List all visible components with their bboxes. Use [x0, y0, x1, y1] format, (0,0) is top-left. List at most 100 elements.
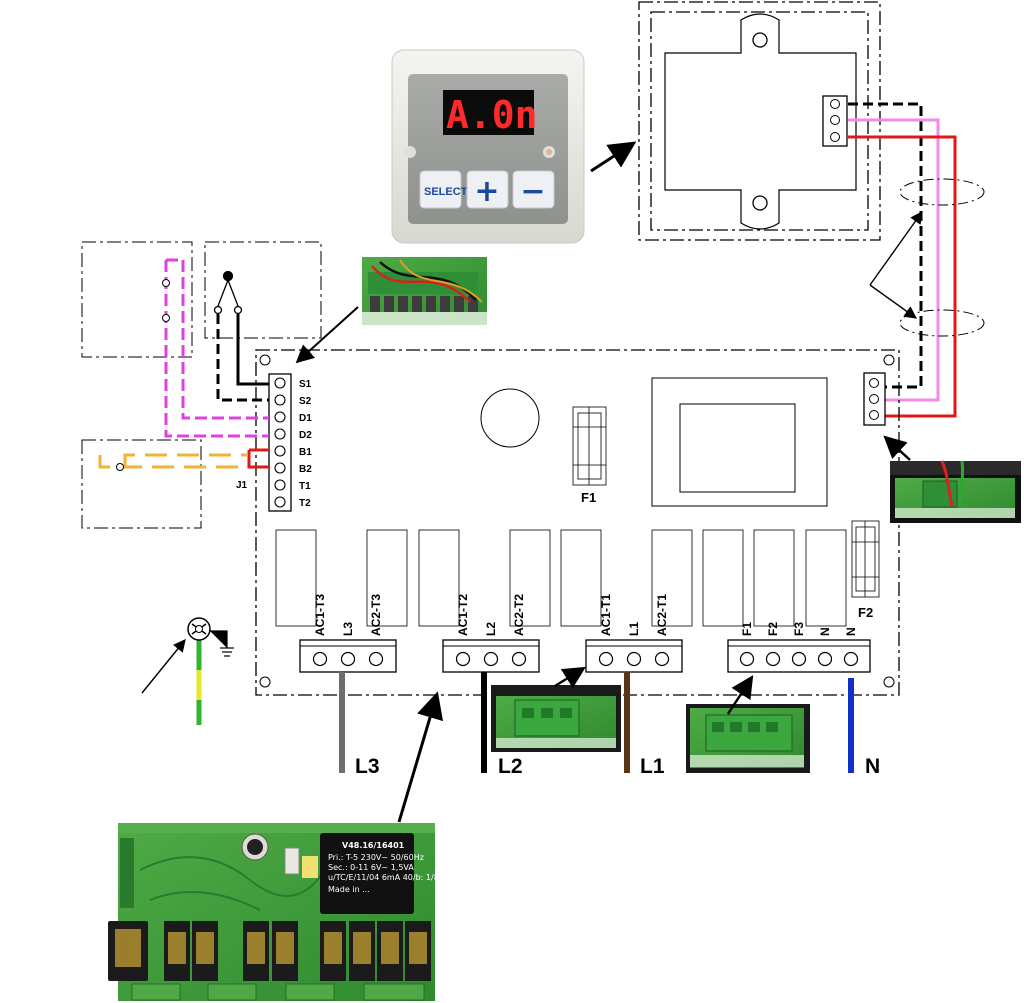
- remote-display-panel: A.0n SELECT + −: [391, 49, 585, 244]
- svg-text:Sec.: 0-11 6V~ 1,5VA: Sec.: 0-11 6V~ 1,5VA: [328, 863, 414, 872]
- remote-cable: [848, 102, 957, 418]
- fuse-f1-label: F1: [581, 490, 596, 505]
- pointer-arrow: [869, 284, 918, 319]
- terminal-label-ac2-t1: AC2-T1: [655, 594, 669, 636]
- terminal-label-f1: F1: [740, 622, 754, 636]
- plus-button[interactable]: +: [466, 170, 509, 209]
- pointer-arrow: [726, 675, 754, 715]
- wire-label-l1: L1: [640, 755, 665, 778]
- led-display: [443, 90, 534, 135]
- terminal-screw: [791, 651, 807, 667]
- terminal-screw: [340, 651, 356, 667]
- photo-remote-terminal: [890, 460, 1021, 523]
- j1-screw-d1: [274, 411, 286, 423]
- capacitor-outline: [480, 388, 540, 448]
- terminal-screw: [739, 651, 755, 667]
- switch-symbol: [213, 270, 243, 315]
- svg-text:u/TC/E/11/04 6mA 40/b: 1/8VA: u/TC/E/11/04 6mA 40/b: 1/8VA: [328, 873, 450, 882]
- earth-ground-icon: [210, 630, 234, 657]
- earth-connection: [187, 617, 234, 725]
- sensor-wires: [98, 258, 269, 469]
- plus-icon: +: [474, 174, 499, 209]
- terminal-label-n: N: [844, 627, 858, 636]
- j1-screw-b1: [274, 445, 286, 457]
- fuse-f2-label: F2: [858, 605, 873, 620]
- fuse-f2: [851, 520, 880, 598]
- j1-label-s1: S1: [299, 379, 312, 390]
- terminal-label-n: N: [818, 627, 832, 636]
- connector-j1-label: J1: [236, 480, 248, 491]
- photo-transformer: V48.16/16401 Pri.: T-5 230V~ 50/60Hz Sec…: [320, 833, 450, 914]
- photo-j1-terminals: [362, 257, 487, 325]
- cable-marker-top: [899, 178, 985, 206]
- terminal-screw: [483, 651, 499, 667]
- pointer-arrow: [141, 639, 186, 694]
- j1-screw-s2: [274, 394, 286, 406]
- pointer-arrow: [590, 141, 637, 173]
- minus-icon: −: [520, 174, 545, 209]
- pointer-arrow: [883, 435, 911, 461]
- pointer-arrow: [869, 210, 923, 286]
- j1-label-b1: B1: [299, 447, 312, 458]
- j1-screw-d2: [274, 428, 286, 440]
- terminal-blocks: [299, 639, 871, 673]
- terminal-screw: [765, 651, 781, 667]
- photo-relay-terminal: [491, 685, 621, 752]
- indicator-led-left: [404, 146, 416, 158]
- j1-screw-b2: [274, 462, 286, 474]
- pointer-arrow: [397, 691, 444, 823]
- transformer-outline: [651, 377, 828, 507]
- fuse-f1: [572, 406, 607, 486]
- terminal-label-ac1-t3: AC1-T3: [313, 594, 327, 636]
- select-button-label: SELECT: [424, 186, 468, 198]
- terminal-screw: [312, 651, 328, 667]
- remote-box-outline: [638, 1, 881, 241]
- j1-label-t1: T1: [299, 481, 311, 492]
- photo-neutral-terminal: [686, 704, 810, 773]
- terminal-screw: [843, 651, 859, 667]
- terminal-screw: [654, 651, 670, 667]
- terminal-screw: [598, 651, 614, 667]
- wire-label-n: N: [865, 755, 880, 778]
- pointer-arrow: [295, 306, 359, 364]
- remote-terminal-block: [822, 95, 848, 147]
- terminal-label-ac1-t1: AC1-T1: [599, 594, 613, 636]
- pointer-arrow: [554, 666, 586, 689]
- j1-label-s2: S2: [299, 396, 312, 407]
- j1-label-d1: D1: [299, 413, 312, 424]
- svg-text:Pri.: T-5 230V~ 50/60Hz: Pri.: T-5 230V~ 50/60Hz: [328, 853, 424, 862]
- wire-label-l3: L3: [355, 755, 380, 778]
- mains-wires: [339, 672, 854, 773]
- j1-screw-s1: [274, 377, 286, 389]
- terminal-label-l3: L3: [341, 622, 355, 636]
- select-button[interactable]: SELECT: [419, 170, 468, 209]
- terminal-label-l2: L2: [484, 622, 498, 636]
- j1-label-d2: D2: [299, 430, 312, 441]
- sensor-box-left: [81, 241, 322, 529]
- terminal-label-ac2-t3: AC2-T3: [369, 594, 383, 636]
- display-readout: A.0n: [446, 93, 538, 137]
- relay-outlines: [275, 529, 847, 627]
- j1-screw-t2: [274, 496, 286, 508]
- terminal-screw: [626, 651, 642, 667]
- wire-label-l2: L2: [498, 755, 523, 778]
- terminal-label-f2: F2: [766, 622, 780, 636]
- j1-screw-t1: [274, 479, 286, 491]
- photo-control-board: V48.16/16401 Pri.: T-5 230V~ 50/60Hz Sec…: [108, 823, 450, 1001]
- j1-label-t2: T2: [299, 498, 311, 509]
- terminal-label-f3: F3: [792, 622, 806, 636]
- terminal-screw: [817, 651, 833, 667]
- terminal-screw: [455, 651, 471, 667]
- terminal-label-l1: L1: [627, 622, 641, 636]
- terminal-label-ac1-t2: AC1-T2: [456, 594, 470, 636]
- terminal-label-ac2-t2: AC2-T2: [512, 594, 526, 636]
- connector-j1: [268, 373, 292, 512]
- terminal-screw: [368, 651, 384, 667]
- cable-marker-bottom: [899, 309, 985, 337]
- svg-text:Made in ...: Made in ...: [328, 885, 370, 894]
- board-remote-terminal: [863, 372, 886, 426]
- j1-label-b2: B2: [299, 464, 312, 475]
- minus-button[interactable]: −: [512, 170, 555, 209]
- terminal-screw: [511, 651, 527, 667]
